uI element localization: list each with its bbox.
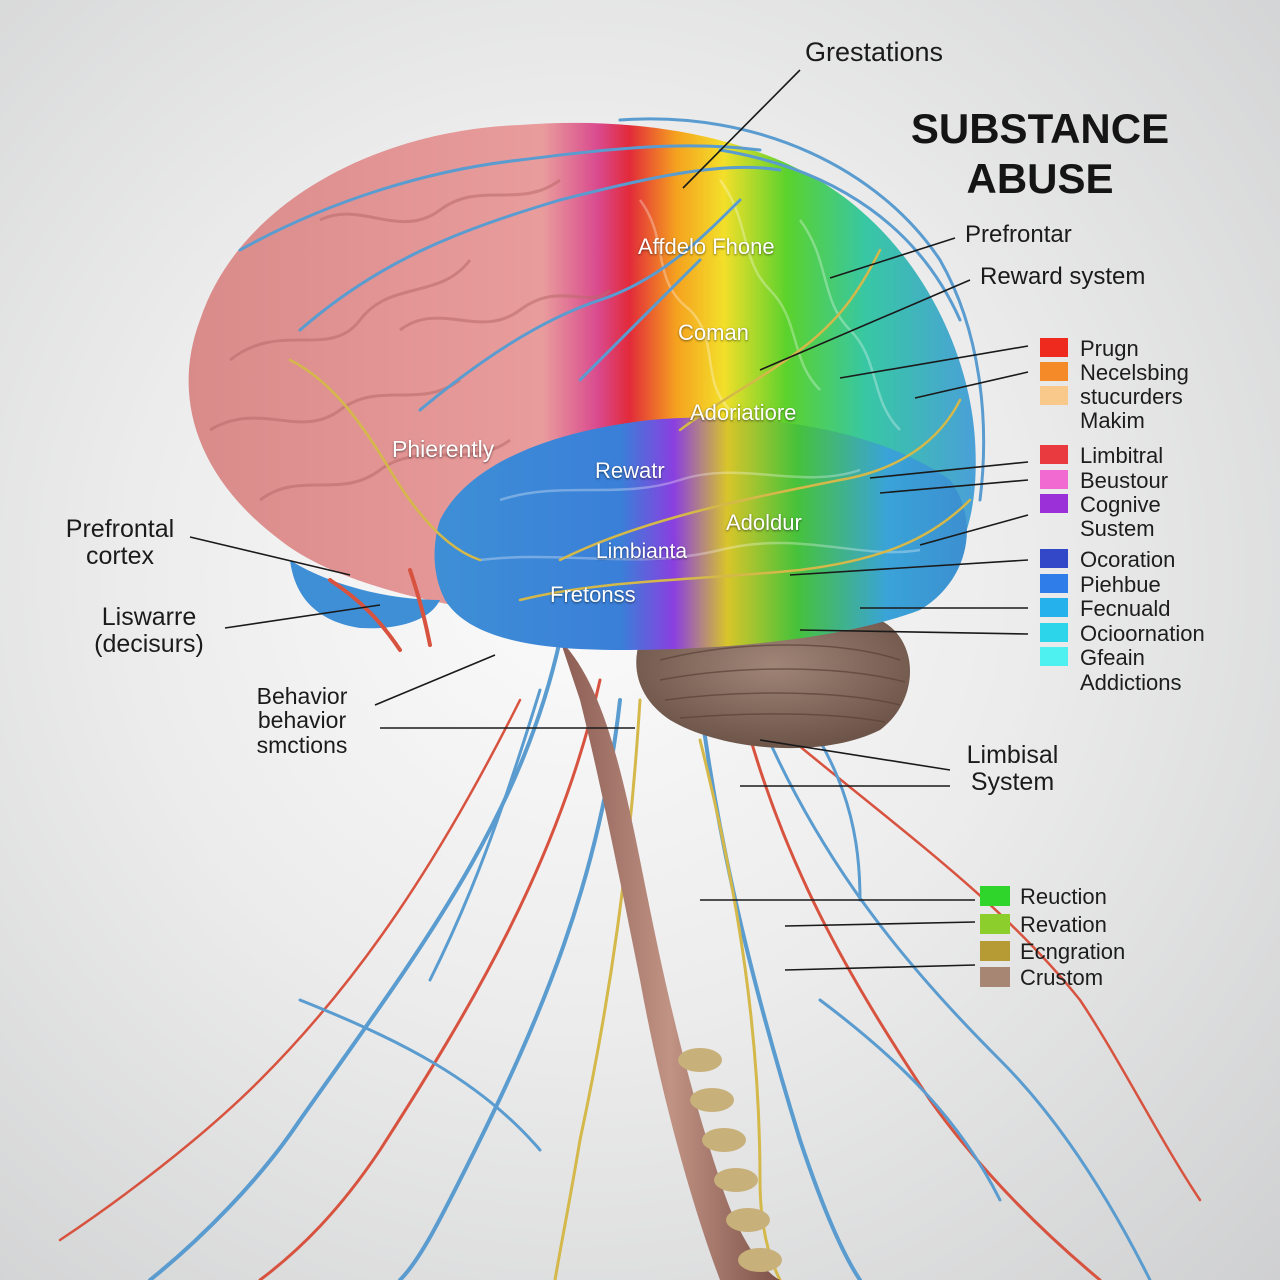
legend-swatch xyxy=(1040,338,1068,357)
callout-limbisal-line-1: Limbisal xyxy=(966,741,1059,769)
legend-swatch xyxy=(1040,574,1068,593)
callout-grestations: Grestations xyxy=(805,37,944,67)
callout-prefrontar: Prefrontar xyxy=(965,221,1072,248)
legend-swatch xyxy=(980,941,1010,961)
spine-vertebrae xyxy=(678,1048,782,1272)
brain-label-rewatr: Rewatr xyxy=(595,458,665,483)
legend-label: Addictions xyxy=(1080,670,1182,695)
gyri-folds xyxy=(209,178,612,502)
diagram-title: SUBSTANCE ABUSE xyxy=(900,104,1180,205)
surface-vessels xyxy=(238,117,986,652)
callout-liswarre: Liswarre (decisurs) xyxy=(78,604,220,657)
legend-swatch xyxy=(980,886,1010,906)
callout-behavior-line-1: Behavior xyxy=(256,683,348,709)
callout-limbisal-line-2: System xyxy=(970,767,1055,796)
legend-swatch xyxy=(1040,362,1068,381)
legend-label: Ecngration xyxy=(1020,939,1126,964)
legend-label: Beustour xyxy=(1080,468,1169,493)
legend-label: Revation xyxy=(1020,912,1107,937)
legend-top: Prugn Necelsbing stucurders Makim Limbit… xyxy=(1040,336,1260,696)
legend-label: Crustom xyxy=(1020,965,1104,990)
legend-swatch xyxy=(1040,549,1068,568)
legend-label: Fecnuald xyxy=(1080,596,1171,621)
brain-label-coman: Coman xyxy=(678,320,749,345)
legend-label: Gfeain xyxy=(1080,645,1145,670)
legend-swatch xyxy=(980,967,1010,987)
brain-label-fretonss: Fretonss xyxy=(550,582,636,607)
callout-behavior-line-3: smctions xyxy=(256,731,348,758)
callout-prefrontal-cortex-line-1: Prefrontal xyxy=(65,515,175,543)
legend-swatch xyxy=(1040,470,1068,489)
cerebellum-folds xyxy=(659,644,906,723)
callout-behavior: Behavior behavior smctions xyxy=(240,683,364,758)
legend-swatch xyxy=(1040,445,1068,464)
legend-bottom: Reuction Revation Ecngration Crustom xyxy=(980,884,1180,994)
orbital-region xyxy=(290,560,440,629)
callout-prefrontal-cortex-line-2: cortex xyxy=(85,541,155,570)
brain-stem xyxy=(560,640,780,1280)
legend-swatch xyxy=(1040,386,1068,405)
legend-label: Piehbue xyxy=(1080,572,1161,597)
legend-label: Limbitral xyxy=(1080,443,1164,468)
brain-label-limbianta: Limbianta xyxy=(596,540,688,563)
legend-label: Sustem xyxy=(1080,516,1155,541)
legend-swatch xyxy=(980,914,1010,934)
temporal-lobe xyxy=(434,417,967,650)
brain-label-affdelo: Affdelo Fhone xyxy=(638,234,775,259)
callout-behavior-line-2: behavior xyxy=(257,707,347,734)
callout-liswarre-line-2: (decisurs) xyxy=(94,629,204,658)
legend-label: Prugn xyxy=(1080,336,1139,361)
brain-label-adoldur: Adoldur xyxy=(726,510,802,535)
legend-swatch xyxy=(1040,647,1068,666)
title-line-2: ABUSE xyxy=(966,155,1114,203)
callout-liswarre-line-1: Liswarre xyxy=(101,603,197,631)
title-line-1: SUBSTANCE xyxy=(910,105,1170,152)
callout-limbisal-system: Limbisal System xyxy=(955,742,1070,795)
legend-label: Necelsbing xyxy=(1080,360,1189,385)
gyri-folds-right xyxy=(479,179,921,562)
legend-label: Ocioornation xyxy=(1080,621,1205,646)
leader-lines xyxy=(189,69,1029,971)
legend-label: stucurders xyxy=(1080,384,1183,409)
legend-label: Ocoration xyxy=(1080,547,1176,572)
legend-swatch xyxy=(1040,598,1068,617)
legend-label: Reuction xyxy=(1020,884,1107,909)
callout-prefrontal-cortex: Prefrontal cortex xyxy=(50,516,190,569)
brain-label-adoriatiore: Adoriatiore xyxy=(690,400,797,425)
legend-label: Cognive xyxy=(1080,492,1161,517)
brain-label-phierently: Phierently xyxy=(392,436,495,462)
legend-label: Makim xyxy=(1080,408,1145,433)
legend-swatch xyxy=(1040,623,1068,642)
legend-swatch xyxy=(1040,494,1068,513)
callout-reward-system: Reward system xyxy=(980,263,1146,290)
